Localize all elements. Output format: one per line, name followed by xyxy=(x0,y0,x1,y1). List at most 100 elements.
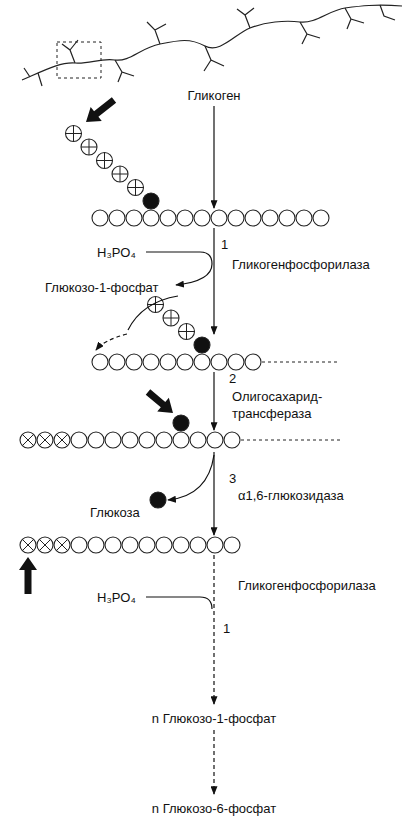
residue-circle xyxy=(148,297,164,313)
branch-glucose xyxy=(150,492,166,508)
reaction-arrow xyxy=(213,452,214,535)
chain-continuation xyxy=(262,362,340,363)
residue-circle xyxy=(228,210,244,226)
residue-circle xyxy=(173,415,189,431)
glucose-residue xyxy=(139,537,155,553)
chain-continuation xyxy=(241,440,340,441)
residue-circle xyxy=(20,432,36,448)
glucose-residue xyxy=(228,354,244,370)
glucose-residue xyxy=(126,210,142,226)
marked-residue xyxy=(66,126,82,142)
residue-circle xyxy=(296,210,312,226)
glucose-residue xyxy=(105,432,121,448)
glucose-residue xyxy=(211,354,227,370)
glucose-residue xyxy=(207,432,223,448)
tree-branch xyxy=(237,8,254,28)
residue-circle xyxy=(150,492,166,508)
residue-circle xyxy=(81,139,97,155)
glucose-residue xyxy=(71,432,87,448)
residue-cross xyxy=(22,539,33,550)
reaction-arrow xyxy=(213,228,214,334)
reaction-arrows xyxy=(96,106,214,794)
residue-circle xyxy=(211,354,227,370)
residue-circle xyxy=(179,324,195,340)
residue-circle xyxy=(71,432,87,448)
residue-circle xyxy=(190,537,206,553)
residue-circle xyxy=(245,210,261,226)
step-number: 3 xyxy=(229,470,236,487)
residue-circle xyxy=(126,210,142,226)
residue-circle xyxy=(156,537,172,553)
residue-circle xyxy=(177,354,193,370)
reaction-arrow xyxy=(213,372,214,430)
glucose-residue xyxy=(190,537,206,553)
glucose-residue xyxy=(156,432,172,448)
residue-circle xyxy=(156,432,172,448)
residue-cross xyxy=(81,139,97,155)
step-number: 1 xyxy=(223,620,230,637)
residue-circle xyxy=(160,354,176,370)
residue-cross xyxy=(22,434,33,445)
glucose-residue xyxy=(105,537,121,553)
residue-circle xyxy=(71,537,87,553)
residue-circle xyxy=(173,432,189,448)
residue-circle xyxy=(211,210,227,226)
glucose-residue xyxy=(143,354,159,370)
tree-branch xyxy=(115,60,134,82)
marked-residue xyxy=(37,432,53,448)
glucose-residue xyxy=(262,210,278,226)
marked-residue xyxy=(179,324,195,340)
marked-residue xyxy=(54,537,70,553)
residue-circle xyxy=(194,337,210,353)
residue-circle xyxy=(228,354,244,370)
glucose-residue xyxy=(88,432,104,448)
residue-circle xyxy=(163,310,179,326)
glucose-residue xyxy=(296,210,312,226)
residue-circle xyxy=(126,354,142,370)
residue-circle xyxy=(105,432,121,448)
tree-trunk xyxy=(22,5,402,80)
product-label: Глюкозо-1-фосфат xyxy=(45,279,159,296)
residue-circle xyxy=(88,537,104,553)
pointer-arrow xyxy=(86,97,116,122)
glucose-residue xyxy=(313,210,329,226)
glucose-residue xyxy=(160,210,176,226)
product-label: n Глюкозо-1-фосфат xyxy=(152,710,276,727)
glucose-residue xyxy=(194,354,210,370)
glucose-residue xyxy=(224,432,240,448)
residue-circle xyxy=(20,537,36,553)
glucose-residue xyxy=(92,354,108,370)
residue-circle xyxy=(143,354,159,370)
residue-circle xyxy=(37,537,53,553)
marked-residue xyxy=(37,537,53,553)
residue-circle xyxy=(279,210,295,226)
residue-cross xyxy=(128,180,144,196)
pointer-arrows xyxy=(19,97,173,594)
residue-circle xyxy=(54,432,70,448)
residue-circle xyxy=(128,180,144,196)
residue-circle xyxy=(37,432,53,448)
residue-cross xyxy=(39,434,50,445)
residue-cross xyxy=(97,153,113,169)
glucose-residue xyxy=(177,354,193,370)
residue-circle xyxy=(245,354,261,370)
glucose-residue xyxy=(177,210,193,226)
tree-branch xyxy=(62,40,78,63)
residue-circle xyxy=(143,210,159,226)
residue-cross xyxy=(56,539,67,550)
glucose-residue xyxy=(224,537,240,553)
reaction-arrow xyxy=(146,597,212,609)
pointer-arrow xyxy=(19,557,37,594)
glucose-residue xyxy=(109,210,125,226)
glucose-residue xyxy=(139,432,155,448)
glucose-residue xyxy=(88,537,104,553)
glucose-residue xyxy=(126,354,142,370)
glucose-residue xyxy=(122,537,138,553)
glucose-residue xyxy=(194,210,210,226)
residue-circle xyxy=(109,354,125,370)
reagent-label: H₃PO₄ xyxy=(97,589,136,606)
glucose-residue xyxy=(228,210,244,226)
residue-cross xyxy=(56,434,67,445)
enzyme-label: Гликогенфосфорилаза xyxy=(238,577,376,594)
